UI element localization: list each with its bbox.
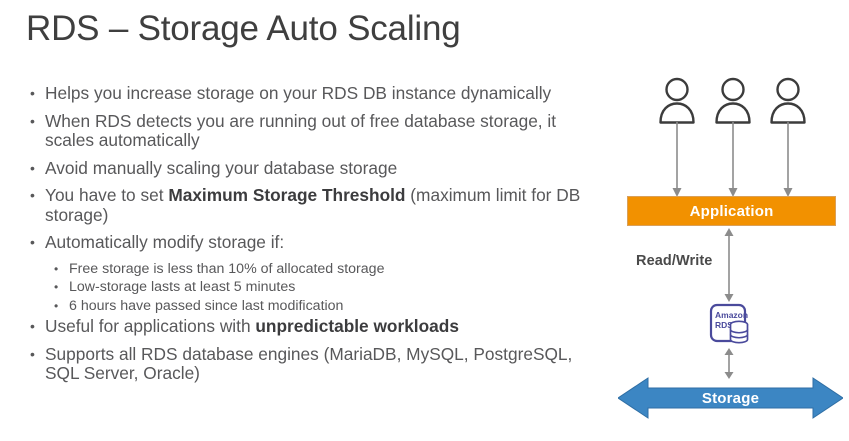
- bullet-item: Automatically modify storage if:: [28, 232, 594, 253]
- read-write-double-arrow-icon: [722, 228, 736, 302]
- architecture-diagram: Application Read/Write Amazon RDS: [612, 0, 849, 441]
- svg-text:RDS: RDS: [715, 320, 733, 330]
- page-title: RDS – Storage Auto Scaling: [26, 9, 461, 48]
- bullet-text: Helps you increase storage on your RDS D…: [45, 83, 552, 103]
- users-row: [612, 76, 849, 124]
- bullet-item: Avoid manually scaling your database sto…: [28, 157, 594, 179]
- bullet-item: When RDS detects you are running out of …: [28, 110, 594, 151]
- bullet-text: (maximum limit for DB storage): [45, 185, 581, 225]
- bullet-item: Supports all RDS database engines (Maria…: [28, 343, 594, 384]
- bullet-text: When RDS detects you are running out of …: [45, 110, 557, 150]
- bullet-text: Automatically modify storage if:: [45, 232, 285, 252]
- bullet-item: Helps you increase storage on your RDS D…: [28, 83, 594, 104]
- bullet-emphasis: Maximum Storage Threshold: [168, 185, 406, 205]
- sub-bullet-item: Low-storage lasts at least 5 minutes: [51, 278, 594, 297]
- user-icon: [767, 76, 809, 124]
- bullet-item: You have to set Maximum Storage Threshol…: [28, 185, 594, 225]
- arrow-rds-to-storage-icon: [722, 348, 736, 379]
- arrow-user-to-application-icon: [727, 122, 739, 198]
- read-write-label: Read/Write: [636, 253, 713, 269]
- sub-bullet-item: Free storage is less than 10% of allocat…: [51, 260, 594, 279]
- application-box: Application: [627, 196, 836, 226]
- sub-bullet-item: 6 hours have passed since last modificat…: [51, 297, 594, 316]
- bullet-text: You have to set: [45, 185, 169, 205]
- sub-bullet-list: Free storage is less than 10% of allocat…: [28, 260, 594, 316]
- arrow-user-to-application-icon: [782, 122, 794, 198]
- amazon-rds-icon: Amazon RDS: [709, 303, 752, 347]
- user-icon: [656, 76, 698, 124]
- bullet-text: Useful for applications with: [45, 316, 256, 336]
- svg-text:Amazon: Amazon: [715, 310, 748, 320]
- bullet-text: Supports all RDS database engines (Maria…: [45, 343, 573, 383]
- user-icon: [712, 76, 754, 124]
- storage-arrow-shape: [617, 376, 844, 420]
- arrow-user-to-application-icon: [671, 122, 683, 198]
- bullet-item: Useful for applications with unpredictab…: [28, 316, 594, 337]
- bullet-list: Helps you increase storage on your RDS D…: [28, 83, 594, 392]
- bullet-text: Avoid manually scaling your database sto…: [45, 157, 398, 178]
- bullet-emphasis: unpredictable workloads: [255, 316, 459, 336]
